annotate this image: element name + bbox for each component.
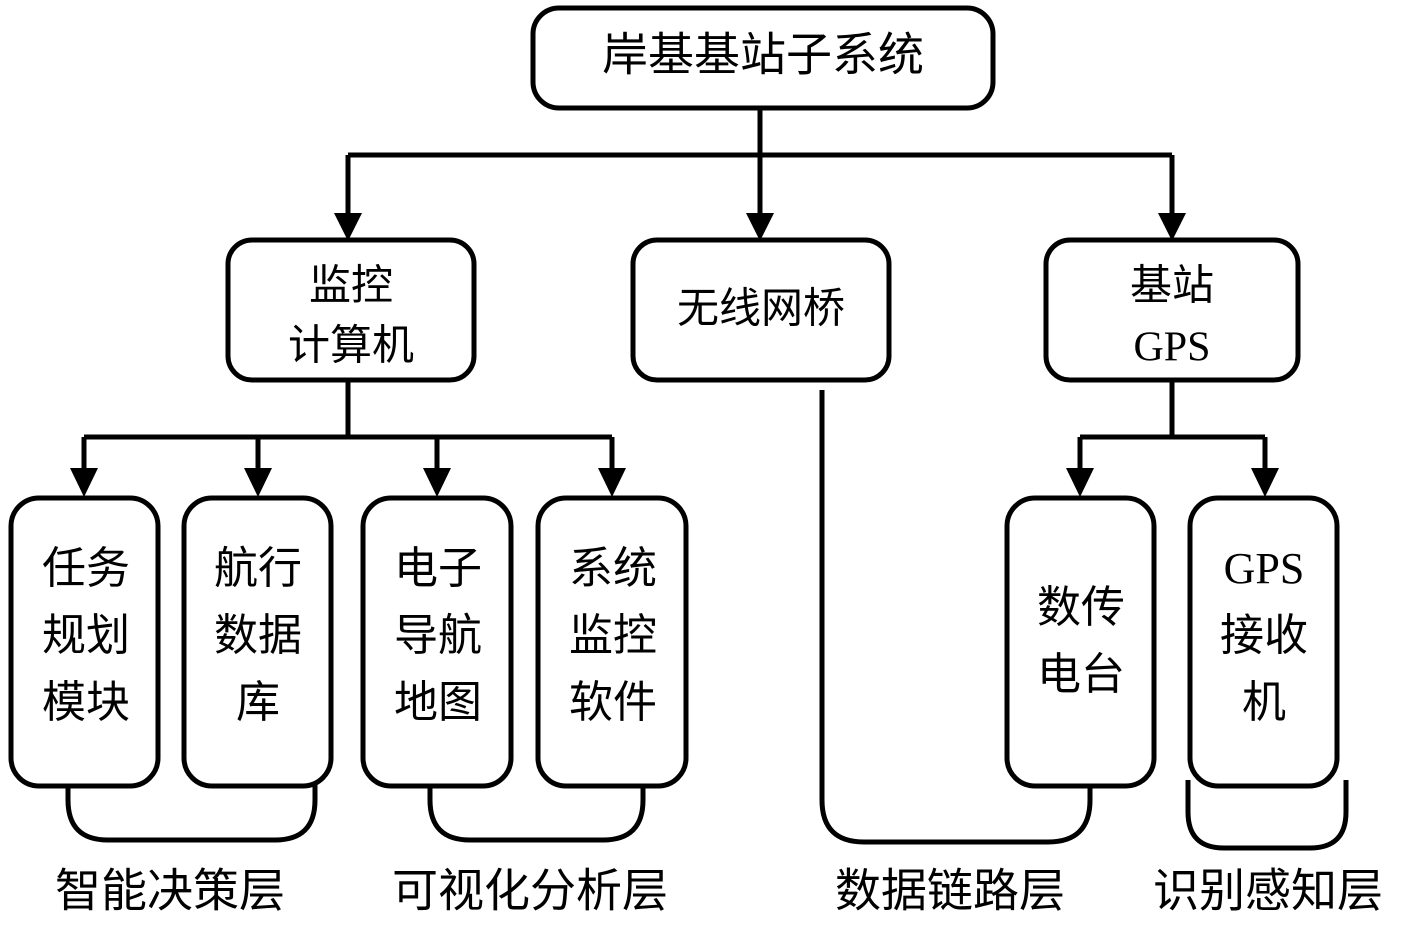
node-root[interactable]: 岸基基站子系统 bbox=[530, 5, 996, 111]
node-data-radio-label-line2: 电台 bbox=[1037, 650, 1125, 699]
arrow-head-gps-rx bbox=[1251, 468, 1279, 497]
node-nav-db-label-line3: 库 bbox=[236, 678, 280, 727]
node-gps-rx-label-line3: 机 bbox=[1242, 678, 1286, 727]
arrow-head-sys-monitor bbox=[598, 468, 626, 497]
node-data-radio-box[interactable] bbox=[1004, 495, 1157, 789]
layer-label-data-link: 数据链路层 bbox=[835, 866, 1065, 917]
node-nav-db-box[interactable] bbox=[181, 495, 334, 789]
node-enav-map-box[interactable] bbox=[360, 495, 514, 789]
node-enav-map-label-line1: 电子 bbox=[394, 544, 482, 593]
arrow-head-base-gps bbox=[1158, 213, 1186, 241]
node-nav-db[interactable]: 航行 数据 库 bbox=[181, 495, 334, 789]
layer-label-intelligent-decision: 智能决策层 bbox=[55, 866, 285, 917]
node-monitor-pc-label-line1: 监控 bbox=[309, 264, 393, 310]
brace-intelligent-decision bbox=[65, 758, 318, 843]
layer-caption-group: 智能决策层 可视化分析层 数据链路层 识别感知层 bbox=[55, 866, 1383, 917]
node-nav-db-label-line1: 航行 bbox=[214, 544, 302, 593]
connector-group bbox=[70, 108, 1279, 497]
node-task-plan[interactable]: 任务 规划 模块 bbox=[8, 495, 161, 789]
layer-label-visualization-analysis: 可视化分析层 bbox=[392, 866, 668, 917]
node-sys-monitor-label-line3: 软件 bbox=[569, 678, 657, 727]
node-data-radio-label-line1: 数传 bbox=[1037, 583, 1125, 632]
layer-brace-group bbox=[65, 390, 1349, 851]
arrow-head-enav-map bbox=[423, 468, 451, 497]
node-sys-monitor[interactable]: 系统 监控 软件 bbox=[535, 495, 689, 789]
node-base-gps-label-line2: GPS bbox=[1133, 325, 1210, 371]
node-task-plan-label-line1: 任务 bbox=[42, 544, 130, 593]
layer-label-recognition-perception: 识别感知层 bbox=[1153, 866, 1383, 917]
node-root-label: 岸基基站子系统 bbox=[602, 30, 924, 81]
node-wifi-bridge-label: 无线网桥 bbox=[677, 287, 845, 333]
node-task-plan-label-line3: 模块 bbox=[42, 678, 130, 727]
arrow-head-nav-db bbox=[244, 468, 272, 497]
node-base-gps-label-line1: 基站 bbox=[1130, 264, 1214, 310]
brace-visualization-analysis bbox=[427, 758, 646, 843]
node-data-radio[interactable]: 数传 电台 bbox=[1004, 495, 1157, 789]
node-base-gps-box[interactable] bbox=[1043, 237, 1301, 383]
node-wifi-bridge-box[interactable] bbox=[630, 237, 892, 383]
node-root-box[interactable] bbox=[530, 5, 996, 111]
node-gps-rx-label-line2: 接收 bbox=[1220, 611, 1308, 660]
arrow-head-wifi-bridge bbox=[746, 213, 774, 241]
arrow-head-task-plan bbox=[70, 468, 98, 497]
arrow-head-data-radio bbox=[1066, 468, 1094, 497]
node-group: 岸基基站子系统 监控 计算机 无线网桥 基站 GPS 任 bbox=[8, 5, 1340, 789]
node-wifi-bridge[interactable]: 无线网桥 bbox=[630, 237, 892, 383]
node-monitor-pc-box[interactable] bbox=[225, 237, 477, 383]
arrow-head-monitor-pc bbox=[334, 213, 362, 241]
node-base-gps[interactable]: 基站 GPS bbox=[1043, 237, 1301, 383]
node-gps-rx[interactable]: GPS 接收 机 bbox=[1187, 495, 1340, 789]
brace-recognition-perception bbox=[1185, 780, 1349, 851]
node-gps-rx-box[interactable] bbox=[1187, 495, 1340, 789]
node-enav-map[interactable]: 电子 导航 地图 bbox=[360, 495, 514, 789]
node-enav-map-label-line3: 地图 bbox=[394, 678, 482, 727]
node-gps-rx-label-line1: GPS bbox=[1224, 544, 1305, 593]
node-enav-map-label-line2: 导航 bbox=[394, 611, 482, 660]
node-sys-monitor-box[interactable] bbox=[535, 495, 689, 789]
node-task-plan-box[interactable] bbox=[8, 495, 161, 789]
node-task-plan-label-line2: 规划 bbox=[42, 611, 130, 660]
node-sys-monitor-label-line2: 监控 bbox=[569, 611, 657, 660]
node-monitor-pc-label-line2: 计算机 bbox=[288, 324, 414, 370]
node-sys-monitor-label-line1: 系统 bbox=[569, 544, 657, 593]
brace-data-link bbox=[819, 390, 1093, 845]
node-nav-db-label-line2: 数据 bbox=[214, 611, 302, 660]
node-monitor-pc[interactable]: 监控 计算机 bbox=[225, 237, 477, 383]
